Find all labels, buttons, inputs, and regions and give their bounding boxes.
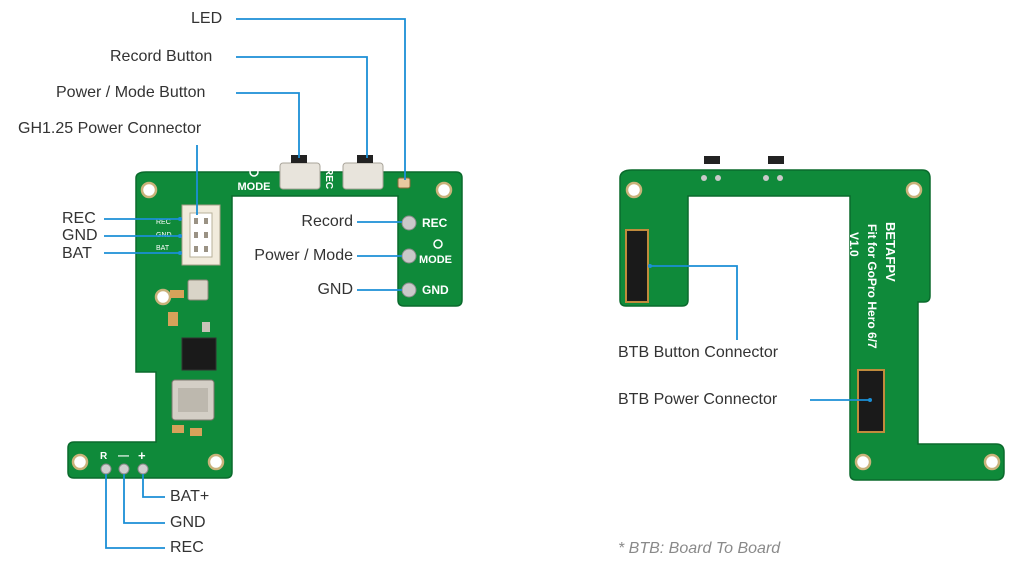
leader-bat-plus <box>142 474 165 498</box>
label-bat: BAT <box>62 245 92 262</box>
label-gnd-pad: GND <box>317 281 353 298</box>
mount-hole <box>905 181 923 199</box>
label-bat-plus: BAT+ <box>170 488 210 505</box>
label-rec-bottom: REC <box>170 539 204 556</box>
label-power-mode-button: Power / Mode Button <box>56 84 206 101</box>
smd-component <box>187 279 209 301</box>
silk-mode: MODE <box>238 181 271 193</box>
mount-hole <box>625 181 643 199</box>
pad-gnd-bottom <box>118 463 130 475</box>
mount-hole <box>140 181 158 199</box>
pad-mode <box>401 248 417 264</box>
label-power-mode: Power / Mode <box>254 247 353 264</box>
ic-chip <box>181 337 217 371</box>
label-gnd-bottom: GND <box>170 514 206 531</box>
leader-gnd-bottom <box>123 474 165 524</box>
mount-hole <box>854 453 872 471</box>
leader-power-mode-button <box>236 92 300 158</box>
led <box>397 177 411 189</box>
pad-bat-bottom <box>137 463 149 475</box>
footnote: * BTB: Board To Board <box>618 540 781 557</box>
label-btb-power: BTB Power Connector <box>618 391 778 408</box>
silk-version: V1.0 <box>847 232 861 257</box>
silk-gnd-pad: GND <box>422 283 449 297</box>
silk-conn-bat: BAT <box>156 245 170 252</box>
mount-hole <box>435 181 453 199</box>
silk-fit: Fit for GoPro Hero 6/7 <box>865 224 879 349</box>
pad-rec <box>401 215 417 231</box>
silk-rec-pad: REC <box>422 216 448 230</box>
leader-rec-bottom <box>105 474 165 549</box>
mount-hole <box>154 288 172 306</box>
label-led: LED <box>191 10 223 27</box>
silk-rec-vertical: REC <box>323 168 334 189</box>
pad-rec-bottom <box>100 463 112 475</box>
label-rec: REC <box>62 210 96 227</box>
left-pcb: MODE REC REC GND BAT REC MODE GND R — + <box>67 155 463 479</box>
leader-led <box>236 18 406 180</box>
silk-mode-pad: MODE <box>419 254 452 266</box>
smd-resistor <box>170 290 184 298</box>
mode-button-actuator <box>291 155 307 163</box>
silk-r: R <box>100 451 108 462</box>
left-leader-lines <box>104 18 406 549</box>
leader-btb-button <box>650 265 738 340</box>
mount-hole <box>207 453 225 471</box>
right-pcb: BETAFPV Fit for GoPro Hero 6/7 V1.0 <box>619 156 1005 481</box>
silk-plus: + <box>138 448 146 463</box>
silk-brand: BETAFPV <box>883 222 898 282</box>
label-record: Record <box>301 213 353 230</box>
label-record-button: Record Button <box>110 48 213 65</box>
mode-button <box>279 162 321 190</box>
mount-hole <box>983 453 1001 471</box>
leader-record-button <box>236 56 368 158</box>
record-button <box>342 162 384 190</box>
mount-hole <box>71 453 89 471</box>
silk-conn-rec: REC <box>156 219 171 226</box>
label-btb-button: BTB Button Connector <box>618 344 779 361</box>
label-gh125-connector: GH1.25 Power Connector <box>18 120 202 137</box>
silk-minus: — <box>118 450 129 462</box>
right-leader-lines <box>650 265 870 401</box>
pad-gnd <box>401 282 417 298</box>
label-gnd: GND <box>62 227 98 244</box>
btb-button-connector <box>625 229 649 303</box>
record-button-actuator <box>357 155 373 163</box>
